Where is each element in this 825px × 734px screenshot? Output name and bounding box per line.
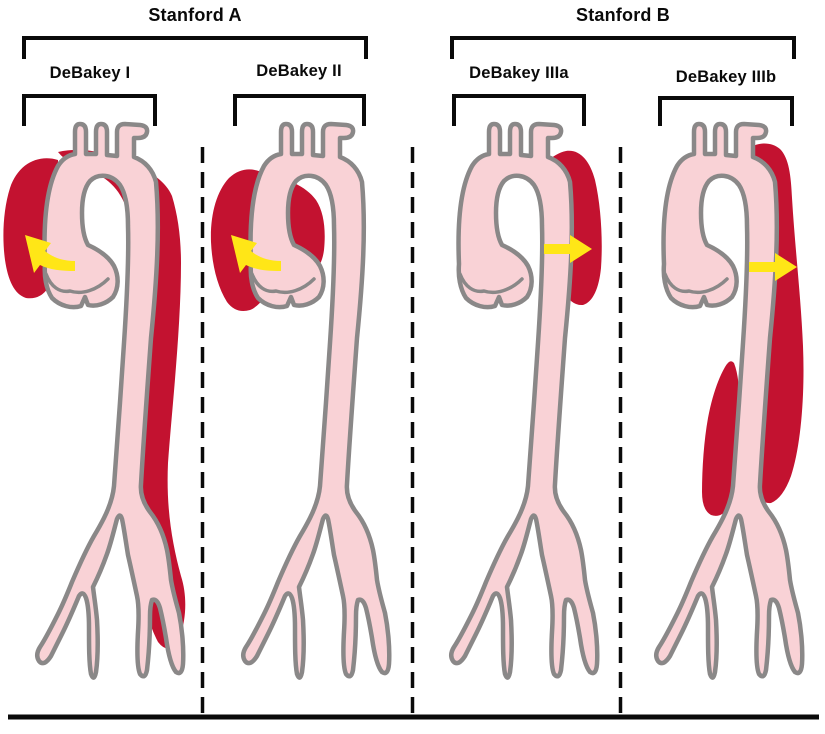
panel-debakey-iiib <box>656 124 803 678</box>
group-label-stanford-b: Stanford B <box>576 5 670 25</box>
type-label-debakey-iiia: DeBakey IIIa <box>469 64 569 82</box>
panel-debakey-iiia <box>451 124 602 678</box>
group-bracket-stanford-a <box>22 36 368 59</box>
false-lumen-shape-descending-left <box>702 361 740 516</box>
panel-debakey-i <box>3 124 185 678</box>
group-bracket-stanford-b <box>450 36 796 59</box>
group-label-stanford-a: Stanford A <box>148 5 242 25</box>
type-bracket-debakey-ii <box>233 94 366 126</box>
type-label-debakey-iiib: DeBakey IIIb <box>675 68 777 86</box>
panel-debakey-ii <box>210 124 389 678</box>
type-bracket-debakey-i <box>22 94 157 126</box>
type-bracket-debakey-iiib <box>658 96 794 126</box>
type-bracket-debakey-iiia <box>452 94 586 126</box>
type-label-debakey-ii: DeBakey II <box>256 62 342 80</box>
type-label-debakey-i: DeBakey I <box>49 64 131 82</box>
